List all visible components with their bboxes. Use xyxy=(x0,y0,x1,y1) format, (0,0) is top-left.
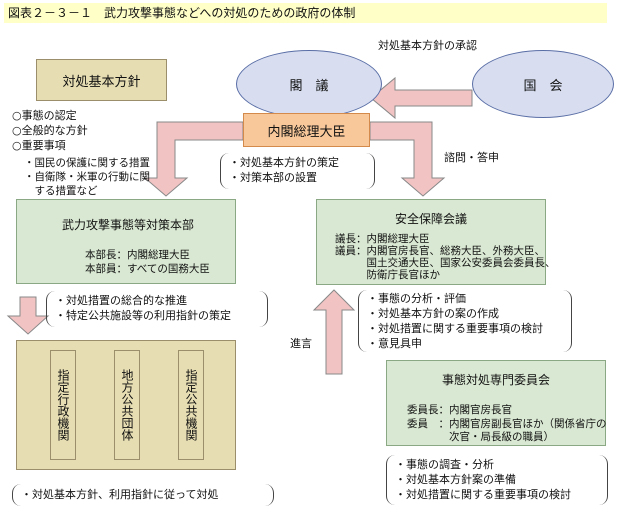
bottom-task: ・対処基本方針、利用指針に従って対処 xyxy=(21,488,219,501)
policy-item: ○全般的な方針 xyxy=(12,124,88,137)
pm-tasks-bracket: ・対処基本方針の策定 ・対策本部の設置 xyxy=(220,153,375,189)
nsc-tasks-bracket: ・事態の分析・評価 ・対処基本方針の案の作成 ・対処措置に関する重要事項の検討 … xyxy=(358,290,572,352)
hq-title: 武力攻撃事態等対策本部 xyxy=(62,218,195,232)
committee-task: ・事態の調査・分析 xyxy=(395,458,494,471)
approval-arrow xyxy=(370,76,473,120)
nsc-task: ・意見具申 xyxy=(367,337,422,350)
nsc-task: ・対処基本方針の案の作成 xyxy=(367,307,499,320)
cabinet-meeting-ellipse: 閣 議 xyxy=(236,50,382,118)
committee-members: 委員 ：内閣官房副長官ほか（関係省庁の xyxy=(407,418,607,430)
prime-minister-box: 内閣総理大臣 xyxy=(243,113,370,147)
committee-chair: 委員長：内閣官房長官 xyxy=(407,404,512,416)
pm-task: ・対処基本方針の策定 xyxy=(229,156,339,169)
approval-label: 対処基本方針の承認 xyxy=(378,39,477,52)
hq-box: 武力攻撃事態等対策本部 本部長：内閣総理大臣 本部員：すべての国務大臣 xyxy=(16,199,236,284)
basic-policy-label: 対処基本方針 xyxy=(62,74,141,90)
pm-task: ・対策本部の設置 xyxy=(229,171,317,184)
pm-to-policy-arrow xyxy=(143,121,244,197)
policy-subitem: ・国民の保護に関する措置 xyxy=(24,157,150,169)
diet-label: 国 会 xyxy=(523,78,563,94)
nsc-line: 防衛庁長官ほか xyxy=(335,269,440,281)
committee-tasks-bracket: ・事態の調査・分析 ・対処基本方針案の準備 ・対処措置に関する重要事項の検討 xyxy=(386,455,608,505)
nsc-line: 議員：内閣官房長官、総務大臣、外務大臣、 xyxy=(335,245,545,257)
hq-task: ・特定公共施設等の利用指針の策定 xyxy=(55,309,231,322)
prime-minister-label: 内閣総理大臣 xyxy=(267,124,346,140)
policy-items: ○事態の認定 ○全般的な方針 ○重要事項 xyxy=(12,108,88,153)
cabinet-meeting-label: 閣 議 xyxy=(289,78,329,94)
hq-to-agencies-arrow xyxy=(6,296,50,335)
hq-members: 本部員：すべての国務大臣 xyxy=(85,263,210,275)
policy-item: ○事態の認定 xyxy=(12,109,77,122)
consult-label: 諮問・答申 xyxy=(444,151,499,164)
hq-tasks-bracket: ・対処措置の総合的な推進 ・特定公共施設等の利用指針の策定 xyxy=(46,291,268,327)
committee-task: ・対処措置に関する重要事項の検討 xyxy=(395,488,571,501)
figure-title: 図表２－３－１ 武力攻撃事態などへの対処のための政府の体制 xyxy=(4,3,607,23)
nsc-task: ・事態の分析・評価 xyxy=(367,292,466,305)
consult-arrow xyxy=(369,121,446,197)
diet-ellipse: 国 会 xyxy=(472,50,614,118)
agency-pillar: 指定公共機関 xyxy=(178,350,204,460)
committee-box: 事態対処専門委員会 委員長：内閣官房長官 委員 ：内閣官房副長官ほか（関係省庁の… xyxy=(386,360,607,446)
nsc-box: 安全保障会議 議長：内閣総理大臣 議員：内閣官房長官、総務大臣、外務大臣、 国土… xyxy=(316,199,556,285)
committee-task: ・対処基本方針案の準備 xyxy=(395,473,516,486)
bottom-task-bracket: ・対処基本方針、利用指針に従って対処 xyxy=(12,484,274,506)
policy-subitem: する措置など xyxy=(24,185,98,197)
nsc-line: 国土交通大臣、国家公安委員会委員長、 xyxy=(335,257,556,269)
basic-policy-box: 対処基本方針 xyxy=(36,59,167,101)
nsc-line: 議長：内閣総理大臣 xyxy=(335,233,430,245)
nsc-task: ・対処措置に関する重要事項の検討 xyxy=(367,322,543,335)
policy-item: ○重要事項 xyxy=(12,139,66,152)
hq-task: ・対処措置の総合的な推進 xyxy=(55,294,187,307)
nsc-title: 安全保障会議 xyxy=(394,212,467,226)
agency-pillar: 地方公共団体 xyxy=(114,350,140,460)
policy-subitems: ・国民の保護に関する措置 ・自衛隊・米軍の行動に関 する措置など xyxy=(24,156,150,198)
policy-subitem: ・自衛隊・米軍の行動に関 xyxy=(24,171,150,183)
advice-label: 進言 xyxy=(290,337,312,350)
advice-arrow xyxy=(312,289,356,375)
committee-members-cont: 次官・局長級の職員） xyxy=(407,431,554,443)
agency-pillar: 指定行政機関 xyxy=(50,350,76,460)
hq-chief: 本部長：内閣総理大臣 xyxy=(85,249,190,261)
committee-title: 事態対処専門委員会 xyxy=(441,373,550,387)
